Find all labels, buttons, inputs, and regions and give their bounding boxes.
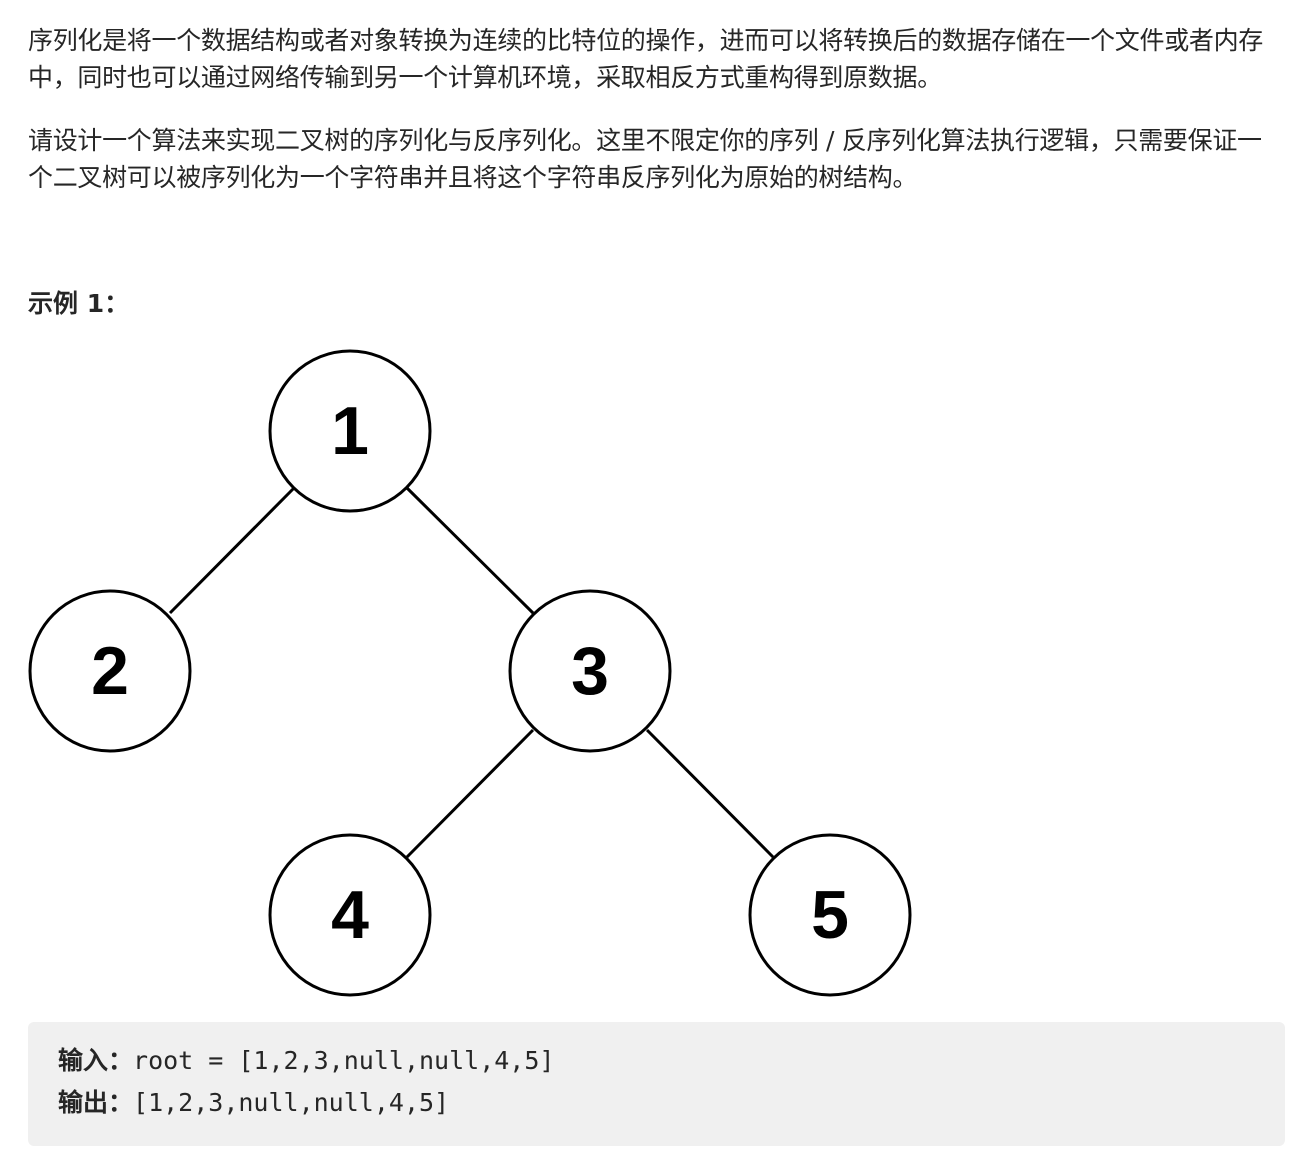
- tree-node-5: 5: [748, 833, 912, 997]
- node-circle: [268, 349, 432, 513]
- node-circle: [28, 589, 192, 753]
- node-circle: [508, 589, 672, 753]
- output-value: [1,2,3,null,null,4,5]: [133, 1088, 450, 1117]
- node-label: 5: [811, 877, 849, 953]
- binary-tree-diagram: 1 2 3 4 5: [28, 349, 912, 997]
- node-circle: [268, 833, 432, 997]
- output-label: 输出：: [58, 1088, 134, 1117]
- example-heading: 示例 1：: [28, 289, 130, 318]
- edge-1-2: [168, 486, 296, 615]
- input-value: root = [1,2,3,null,null,4,5]: [133, 1046, 555, 1075]
- edge-1-3: [405, 486, 535, 615]
- input-label: 输入：: [58, 1046, 134, 1075]
- node-label: 3: [571, 633, 609, 709]
- edge-3-4: [405, 728, 535, 859]
- edge-3-5: [645, 728, 775, 859]
- node-label: 4: [331, 877, 369, 953]
- node-label: 1: [331, 393, 369, 469]
- example-code-block: 输入：root = [1,2,3,null,null,4,5] 输出：[1,2,…: [28, 1022, 1285, 1146]
- description-paragraph-2: 请设计一个算法来实现二叉树的序列化与反序列化。这里不限定你的序列 / 反序列化算…: [28, 126, 1262, 192]
- tree-node-3: 3: [508, 589, 672, 753]
- tree-node-1: 1: [268, 349, 432, 513]
- description-paragraph-1: 序列化是将一个数据结构或者对象转换为连续的比特位的操作，进而可以将转换后的数据存…: [28, 26, 1264, 92]
- tree-node-2: 2: [28, 589, 192, 753]
- node-circle: [748, 833, 912, 997]
- node-label: 2: [91, 633, 129, 709]
- tree-node-4: 4: [268, 833, 432, 997]
- input-line: 输入：root = [1,2,3,null,null,4,5]: [58, 1040, 1285, 1082]
- output-line: 输出：[1,2,3,null,null,4,5]: [58, 1082, 1285, 1124]
